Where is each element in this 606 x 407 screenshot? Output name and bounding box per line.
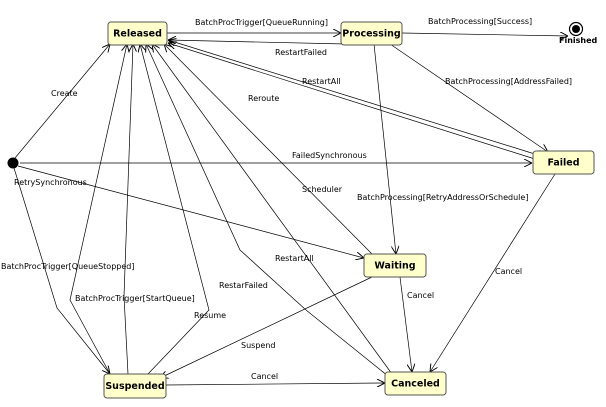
label-scheduler: Scheduler <box>302 185 343 194</box>
label-cancel-failed: Cancel <box>495 267 522 276</box>
label-batchprocessing-addressfailed: BatchProcessing[AddressFailed] <box>445 77 572 86</box>
edge-processing-to-released-restartfailed <box>168 40 346 45</box>
edge-processing-to-waiting <box>373 43 396 254</box>
state-failed: Failed <box>532 150 595 175</box>
edge-initial-to-waiting <box>17 165 364 258</box>
edge-waiting-to-canceled <box>399 276 412 372</box>
label-batchproctrigger-queuerunning: BatchProcTrigger[QueueRunning] <box>195 18 328 27</box>
label-resume: Resume <box>194 311 226 320</box>
label-batchprocessing-retry: BatchProcessing[RetryAddressOrSchedule] <box>357 193 528 202</box>
edge-failed-to-canceled <box>430 173 556 372</box>
label-batchproctrigger-startqueue: BatchProcTrigger[StartQueue] <box>75 294 195 303</box>
edge-waiting-to-suspended <box>160 276 373 378</box>
label-restarfailed-bottom: RestarFailed <box>219 281 268 290</box>
edge-canceled-to-released-restartall <box>152 44 393 375</box>
label-create: Create <box>51 89 78 98</box>
edge-suspended-to-released-left <box>69 44 127 375</box>
state-released-label: Released <box>113 29 162 40</box>
label-batchprocessing-success: BatchProcessing[Success] <box>428 17 532 26</box>
edge-suspended-to-released-resume <box>140 44 210 375</box>
edge-canceled-to-released-restarfailed <box>146 44 389 377</box>
state-released: Released <box>107 21 168 46</box>
final-state-label: Finished <box>559 36 598 45</box>
state-suspended: Suspended <box>103 373 167 399</box>
state-processing-label: Processing <box>342 29 400 40</box>
edge-suspended-to-released-startqueue <box>123 44 133 375</box>
state-waiting-label: Waiting <box>374 261 415 272</box>
edge-initial-to-released <box>14 44 110 159</box>
label-suspend: Suspend <box>241 341 275 350</box>
label-restartall-bottom: RestartAll <box>275 254 314 263</box>
initial-state <box>7 157 19 169</box>
label-cancel-waiting: Cancel <box>407 291 434 300</box>
label-restartall-top: RestartAll <box>302 77 341 86</box>
label-restartfailed-top: RestartFailed <box>275 48 327 57</box>
edge-initial-to-suspended <box>13 167 110 374</box>
final-state <box>568 21 584 37</box>
edge-processing-to-failed <box>389 43 548 152</box>
state-suspended-label: Suspended <box>105 381 164 392</box>
state-processing: Processing <box>340 21 403 46</box>
state-failed-label: Failed <box>547 158 579 169</box>
edge-failed-to-released-restartall <box>168 40 539 156</box>
state-canceled: Canceled <box>384 371 447 396</box>
state-canceled-label: Canceled <box>391 379 440 390</box>
label-retrysynchronous: RetrySynchronous <box>14 178 87 187</box>
state-waiting: Waiting <box>363 253 427 278</box>
edge-waiting-to-released-scheduler <box>164 44 373 255</box>
label-batchproctrigger-queuestopped: BatchProcTrigger[QueueStopped] <box>1 262 134 271</box>
edge-suspended-to-canceled <box>165 383 385 385</box>
label-failedsynchronous: FailedSynchronous <box>292 151 367 160</box>
label-cancel-suspended: Cancel <box>251 372 278 381</box>
label-reroute: Reroute <box>248 94 279 103</box>
edge-failed-to-released-reroute <box>168 43 539 161</box>
edge-processing-to-finished <box>401 33 568 36</box>
